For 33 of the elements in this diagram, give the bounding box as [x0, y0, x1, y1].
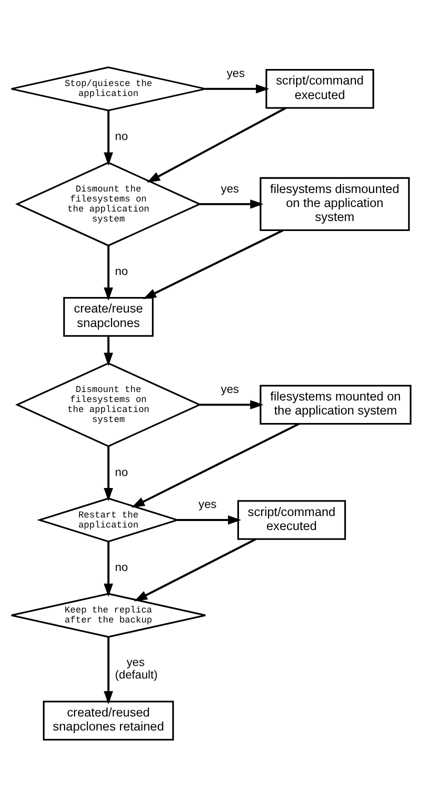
arrow: [146, 106, 286, 182]
arrow: [134, 538, 256, 601]
node-box: script/command executed: [266, 68, 374, 108]
arrow: [142, 228, 284, 299]
node-box: filesystems mounted on the application system: [260, 384, 412, 424]
node-diamond: Stop/quiesce the application: [10, 66, 206, 111]
node-box: script/command executed: [237, 500, 346, 540]
arrow: [200, 400, 264, 409]
arrow: [104, 541, 114, 596]
edge-label: no: [115, 264, 128, 278]
node-diamond: Keep the replica after the backup: [10, 592, 206, 638]
arrow: [104, 110, 114, 166]
node-box: filesystems dismounted on the application system: [260, 176, 410, 231]
arrow: [177, 514, 242, 524]
edge-label: yes (default): [115, 656, 158, 681]
arrow: [205, 84, 270, 94]
arrow: [104, 636, 114, 704]
node-box: create/reuse snapclones: [63, 296, 154, 336]
edge-label: yes: [220, 382, 239, 396]
edge-label: no: [115, 130, 128, 143]
arrow: [131, 422, 300, 508]
edge-label: no: [115, 560, 128, 574]
node-box: created/reused snapclones retained: [42, 700, 174, 740]
arrow: [104, 335, 114, 366]
node-diamond: Dismount the filesystems on the application system: [15, 362, 202, 447]
edge-label: yes: [220, 182, 239, 195]
node-diamond: Dismount the filesystems on the application system: [15, 161, 202, 246]
arrow: [104, 446, 114, 501]
arrow: [104, 245, 114, 300]
edge-label: yes: [198, 498, 217, 511]
edge-label: yes: [226, 66, 245, 80]
edge-label: no: [115, 465, 128, 478]
arrow: [200, 198, 264, 208]
